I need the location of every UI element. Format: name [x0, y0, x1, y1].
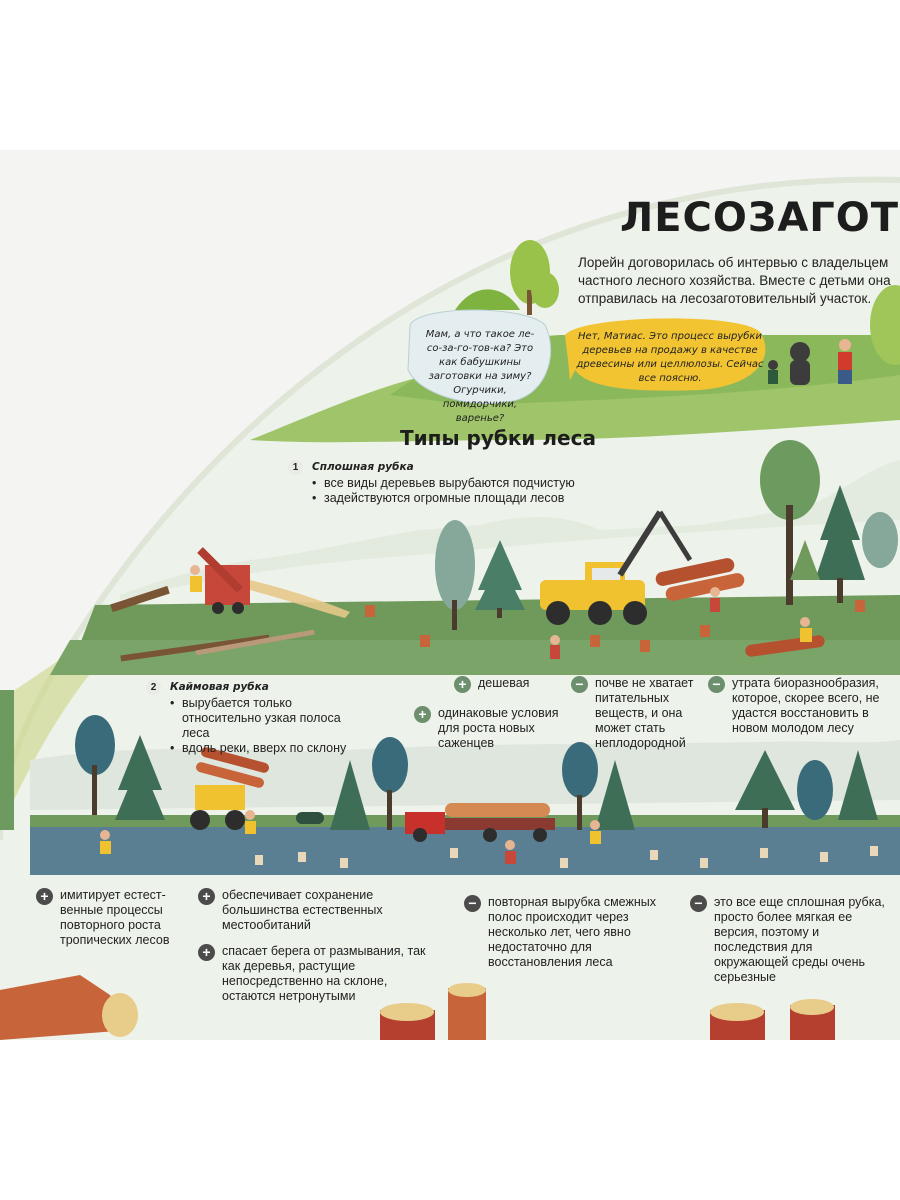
note-text: повторная вырубка смежных полос происход…: [488, 895, 656, 969]
type-name: Каймовая рубка: [170, 681, 269, 693]
note-text: утрата биоразнообразия, которое, скорее …: [732, 676, 880, 735]
minus-icon: −: [690, 895, 707, 912]
note-text: почве не хватает питательных веществ, и …: [595, 676, 694, 750]
page-title: ЛЕСОЗАГОТОВКИ: [620, 195, 900, 241]
type-name: Сплошная рубка: [312, 461, 414, 473]
type-number-badge: 2: [146, 680, 161, 695]
tree-stumps: [0, 975, 835, 1040]
note-text: спасает берега от размывания, так как де…: [222, 944, 426, 1003]
type-bullets: вырубается только относительно узкая пол…: [170, 696, 370, 756]
plus-icon: +: [198, 944, 215, 961]
note-text: имитирует естест-венные процессы повторн…: [60, 888, 170, 947]
minus-icon: −: [708, 676, 725, 693]
bullet-item: вдоль реки, вверх по склону: [170, 741, 370, 756]
strip-cutting-block: 2 Каймовая рубка вырубается только относ…: [146, 680, 406, 756]
note-text: обеспечивает сохранение большинства есте…: [222, 888, 383, 932]
bullet-item: вырубается только относительно узкая пол…: [170, 696, 370, 741]
type-bullets: все виды деревьев вырубаются подчистую з…: [312, 476, 575, 506]
minus-icon: −: [571, 676, 588, 693]
plus-icon: +: [36, 888, 53, 905]
clear-cut-scene: [50, 440, 900, 675]
type-number-badge: 1: [288, 460, 303, 475]
note-text: одинаковые условия для роста новых сажен…: [438, 706, 559, 750]
bullet-item: задействуются огромные площади лесов: [312, 491, 575, 506]
intro-paragraph: Лорейн договорилась об интервью с владел…: [578, 255, 891, 306]
plus-icon: +: [198, 888, 215, 905]
mother-speech-bubble: Нет, Матиас. Это процесс вырубки деревье…: [576, 331, 764, 384]
people-on-hill: [768, 339, 852, 385]
note-text: дешевая: [478, 676, 530, 690]
child-speech-bubble: Мам, а что такое ле-со-за-го-тов-ка? Это…: [425, 329, 535, 424]
strip-cut-scene: [30, 715, 900, 875]
speech-bubbles: [407, 309, 766, 404]
plus-icon: +: [454, 676, 471, 693]
note-text: это все еще сплошная рубка, просто более…: [714, 895, 885, 984]
bullet-item: все виды деревьев вырубаются подчистую: [312, 476, 575, 491]
clear-cutting-block: 1 Сплошная рубка все виды деревьев выруб…: [288, 460, 608, 510]
section-title: Типы рубки леса: [400, 426, 596, 450]
plus-icon: +: [414, 706, 431, 723]
minus-icon: −: [464, 895, 481, 912]
